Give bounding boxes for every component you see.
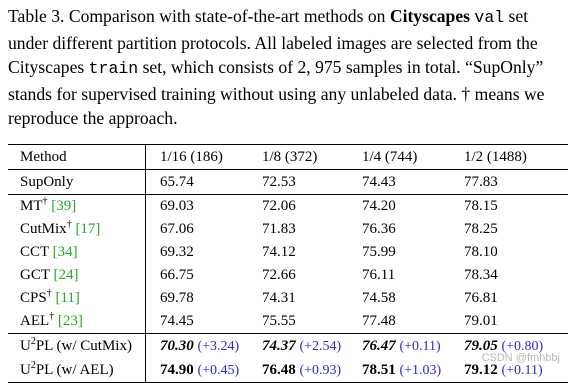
table-cell: 79.01: [464, 313, 498, 329]
caption-text-c: set, which consists of 2, 975 samples in…: [8, 57, 545, 128]
table-cell: 74.20: [362, 194, 464, 218]
method-name: CPS† [11]: [20, 288, 80, 307]
citation-link[interactable]: [17]: [75, 221, 101, 237]
watermark: CSDN @fmhbbj: [481, 352, 560, 364]
table-cell: 69.78: [145, 287, 262, 310]
table-row: CPS† [11] 69.78 74.31 74.58 76.81: [8, 287, 568, 310]
table-cell: 74.43: [362, 169, 464, 195]
table-caption: Table 3. Comparison with state-of-the-ar…: [8, 4, 568, 131]
table-cell: 75.99: [362, 244, 396, 260]
table-cell: 72.06: [262, 194, 362, 218]
table-header-row: Method 1/16 (186) 1/8 (372) 1/4 (744) 1/…: [8, 144, 568, 170]
method-name: CCT [34]: [20, 244, 78, 260]
table-cell: 70.30 (+3.24): [145, 333, 262, 358]
method-name: GCT [24]: [20, 267, 79, 283]
table-row: CutMix† [17] 67.06 71.83 76.36 78.25: [8, 218, 568, 241]
caption-text-a: Comparison with state-of-the-art methods…: [68, 6, 386, 26]
table-row: GCT [24] 66.75 72.66 76.11 78.34: [8, 264, 568, 287]
table-cell: 78.15: [464, 194, 568, 218]
caption-label: Table 3.: [8, 6, 65, 26]
table-cell: 78.10: [464, 244, 498, 260]
table-cell: 76.81: [464, 290, 498, 306]
table-cell: 71.83: [262, 221, 296, 237]
citation-link[interactable]: [24]: [53, 267, 79, 283]
comparison-table: Method 1/16 (186) 1/8 (372) 1/4 (744) 1/…: [8, 144, 568, 383]
header-col-4: 1/2 (1488): [464, 144, 568, 170]
citation-link[interactable]: [11]: [55, 290, 80, 306]
citation-link[interactable]: [23]: [57, 313, 83, 329]
table-cell: 66.75: [145, 264, 262, 287]
table-cell: 74.45: [145, 310, 262, 334]
table-cell: 76.47 (+0.11): [362, 333, 464, 358]
method-name: AEL† [23]: [20, 311, 83, 330]
table-cell: 74.37 (+2.54): [262, 333, 362, 358]
caption-dataset: Cityscapes: [389, 6, 471, 26]
table-cell: 76.36: [362, 221, 396, 237]
method-name: CutMix† [17]: [20, 219, 101, 238]
caption-text-b: set under different partition protocols.…: [8, 6, 538, 77]
method-name: U2PL (w/ AEL): [8, 358, 146, 383]
table-cell: 69.32: [145, 241, 262, 264]
table-cell: 75.55: [262, 313, 296, 329]
table-cell: 77.48: [362, 313, 396, 329]
header-method: Method: [8, 144, 146, 170]
table-cell: 79.05 (+0.80): [464, 333, 568, 358]
table-cell: 74.12: [262, 244, 296, 260]
method-name: MT† [39]: [8, 194, 146, 218]
caption-split-train: train: [88, 59, 139, 78]
header-col-1: 1/16 (186): [145, 144, 262, 170]
table-cell: 76.48 (+0.93): [262, 358, 362, 383]
table-cell: 74.90 (+0.45): [145, 358, 262, 383]
table-cell: 72.66: [262, 267, 296, 283]
table-row-baseline: SupOnly 65.74 72.53 74.43 77.83: [8, 169, 568, 195]
header-col-3: 1/4 (744): [362, 144, 464, 170]
table-row-ours: U2PL (w/ CutMix) 70.30 (+3.24) 74.37 (+2…: [8, 333, 568, 358]
table-cell: 78.34: [464, 267, 498, 283]
table-cell: 65.74: [145, 169, 262, 195]
citation-link[interactable]: [39]: [51, 198, 77, 214]
table-cell: 78.25: [464, 221, 498, 237]
table-cell: 78.51 (+1.03): [362, 358, 464, 383]
table-row: CCT [34] 69.32 74.12 75.99 78.10: [8, 241, 568, 264]
caption-split-val: val: [474, 8, 505, 27]
table-cell: 74.58: [362, 290, 396, 306]
method-name: SupOnly: [8, 169, 146, 195]
table-cell: 72.53: [262, 169, 362, 195]
table-cell: 77.83: [464, 169, 568, 195]
header-col-2: 1/8 (372): [262, 144, 362, 170]
table-cell: 67.06: [145, 218, 262, 241]
table-cell: 69.03: [145, 194, 262, 218]
table-row: AEL† [23] 74.45 75.55 77.48 79.01: [8, 310, 568, 334]
table-cell: 74.31: [262, 290, 296, 306]
table-cell: 76.11: [362, 267, 396, 283]
method-name: U2PL (w/ CutMix): [8, 333, 146, 358]
table-row: MT† [39] 69.03 72.06 74.20 78.15: [8, 194, 568, 218]
citation-link[interactable]: [34]: [52, 244, 78, 260]
